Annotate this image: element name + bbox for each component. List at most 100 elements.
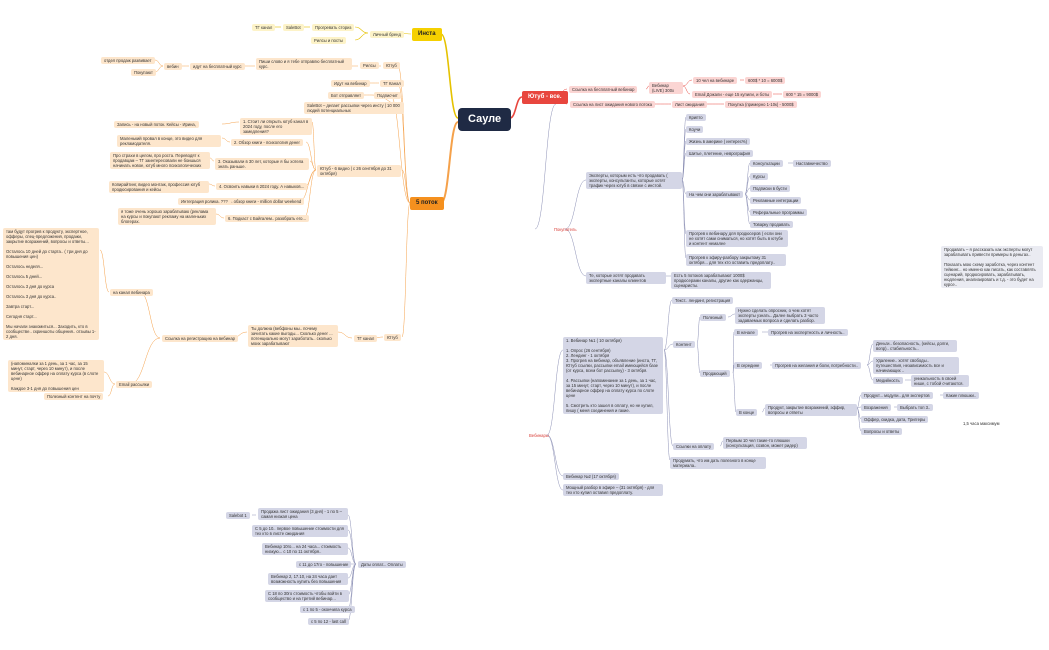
yt-waitlist-count[interactable]: Лист ожидания — [672, 101, 708, 108]
yt-buyers[interactable]: Покупатель — [554, 227, 577, 232]
stream-go-webinar[interactable]: Идут на вебинар — [331, 80, 370, 87]
yt-webinar-live[interactable]: Вебинар (LIVE) 300х — [649, 82, 683, 94]
insta-personal-brand[interactable]: Личный бренд — [370, 31, 404, 38]
stream-reels[interactable]: Рилсы — [360, 62, 379, 69]
yt-waitlist-link[interactable]: Ссылка на лист ожидания нового потока — [570, 101, 656, 108]
stream-video-3-note[interactable]: Про страхи в целом, про роста. Переводят… — [110, 152, 210, 169]
yt-niche-item[interactable]: Криптo — [686, 114, 706, 121]
yt-useful-note[interactable]: Нужно сделать опросник, о чем хотят эксп… — [735, 307, 825, 324]
yt-end-r2b[interactable]: Выбрать топ 3.. — [897, 404, 934, 411]
dates-n6[interactable]: с 1 по 5 - окончила курса — [300, 606, 355, 613]
dates-n3[interactable]: с 11 до 17го - повышение — [296, 561, 352, 568]
yt-middle-note[interactable]: Прогрев на желания и боли, потребности.. — [772, 362, 861, 369]
yt-end-r1[interactable]: Продукт... модули.. для экспертов — [861, 392, 933, 399]
stream-on-webinar[interactable]: на канал вебинара — [110, 289, 153, 296]
insta-salebot[interactable]: SaleBot — [283, 24, 304, 31]
stream-video-5[interactable]: 5. обзор книги - million dollar weekend — [226, 198, 305, 205]
yt-end-r3[interactable]: Оффер, скидка, дата, Триггеры — [861, 416, 929, 423]
yt-registration[interactable]: Текст.. лендинг, регистрация — [672, 297, 734, 304]
youtube-node[interactable]: Ютуб - все. — [522, 91, 568, 104]
stream-webinar-notes[interactable]: там будут прогрев к продукту, экспертное… — [3, 228, 99, 340]
yt-warm[interactable]: Прогрев к вебинару для продюсеров ( если… — [686, 230, 788, 247]
yt-earn-item[interactable]: Подписки в бусти — [750, 185, 790, 192]
stream-video-6-note[interactable]: я тоже очень хорошо зарабатываю (реклама… — [118, 208, 216, 225]
yt-end-r2[interactable]: Возражения — [861, 404, 891, 411]
stream-video-6[interactable]: 6. Подкаст с Байгалем.. разобрать его... — [225, 215, 309, 222]
yt-useful[interactable]: Полезный — [700, 314, 726, 321]
yt-start-note[interactable]: Прогрев на экспертность и личность.. — [768, 329, 848, 336]
yt-niche-item[interactable]: Коучи — [686, 126, 704, 133]
yt-webinar-1[interactable]: 1. Вебинар №1 ( 10 октября) 1. Опрос (26… — [563, 337, 663, 414]
stream-free-course[interactable]: идут на бесплатный курс — [190, 63, 245, 70]
yt-mentoring[interactable]: Наставничество — [793, 160, 831, 167]
yt-start[interactable]: В начале — [734, 329, 758, 336]
yt-selling[interactable]: Продающий — [700, 370, 730, 377]
stream-video-4-note[interactable]: Копирайтинг, видео монтаж, профессия юту… — [109, 181, 209, 193]
yt-end[interactable]: В конце — [736, 409, 758, 416]
yt-earn-item[interactable]: Рекламные интеграции — [750, 197, 802, 204]
yt-calc-1[interactable]: 600$ * 10 = 6000$ — [745, 77, 786, 84]
dates-n2[interactable]: Вебинар 10го... на 24 часа... стоимость … — [262, 543, 348, 555]
yt-webinar-2[interactable]: Вебинар №2 (17 октября) — [563, 473, 619, 480]
stream-youtube-bottom[interactable]: Ютуб — [384, 334, 401, 341]
stream-video-2[interactable]: 2. Обзор книги - психология денег — [231, 139, 304, 146]
yt-end-r4[interactable]: Вопросы и ответы — [861, 428, 903, 435]
yt-end-r1b[interactable]: Какие плюшки.. — [943, 392, 980, 399]
yt-how-earn[interactable]: На чем они зарабатывают — [686, 191, 744, 198]
insta-tg-channel[interactable]: ТГ канал — [252, 24, 276, 31]
stream-email-box[interactable]: (напоминалки за 1 день, за 1 час, за 15 … — [8, 360, 104, 392]
stream-tg-bottom[interactable]: ТГ канал — [354, 335, 378, 342]
dates-waitlist[interactable]: Продажа лист ожидания (3 дня) - 1 по 5 –… — [258, 508, 348, 520]
yt-niche-item[interactable]: Шитье, плетение, неврография — [686, 150, 754, 157]
yt-earn-item[interactable]: Реферальные программы — [750, 209, 807, 216]
yt-middle-r2[interactable]: Удаление.. хотят свободы.. путешествия, … — [873, 357, 959, 374]
yt-earn-item[interactable]: Консультации — [750, 160, 783, 167]
insta-reels-posts[interactable]: Рилсы и посты — [311, 37, 346, 44]
side-note[interactable]: Продавать – я рассказать как эксперты мо… — [941, 246, 1043, 288]
yt-earn-item[interactable]: Курсы — [750, 173, 768, 180]
stream-node[interactable]: 5 поток — [410, 197, 444, 210]
yt-content[interactable]: Контент — [673, 341, 695, 348]
yt-uniq-note[interactable]: уникальность в своей нише, с тобой счита… — [911, 375, 969, 387]
stream-video-1-note[interactable]: Запись - на новый поток. Кейсы - Ирина, — [114, 121, 199, 128]
stream-free-ready[interactable]: отдел продаж развивает — [101, 57, 155, 64]
stream-yt-videos[interactable]: Ютуб - 6 видео | с 26 сентября до 31 окт… — [317, 165, 401, 177]
yt-think[interactable]: Продумать, что им дать полезного в конце… — [670, 457, 766, 469]
yt-calc-2[interactable]: 600 * 15 = 9000$ — [783, 91, 822, 98]
stream-webinars-a[interactable]: вебин — [164, 63, 182, 70]
stream-video-4[interactable]: 4. Освоить навыки в 2024 году. А навыков… — [216, 183, 308, 190]
stream-youtube-top[interactable]: Ютуб — [383, 62, 400, 69]
stream-email-useful[interactable]: Полезный контент на почту — [44, 393, 104, 400]
yt-middle[interactable]: В середине — [734, 362, 763, 369]
yt-tg-on-webinar[interactable]: 10 чел на вебинаре — [693, 77, 738, 84]
yt-earn-item[interactable]: Товарку продавать — [750, 221, 793, 228]
yt-buy-calc[interactable]: Покупка (примерно 1-10к) - 5000$ — [725, 101, 797, 108]
dates-n4[interactable]: Вебинар 2, 17.10, на 24 часа дает возмож… — [268, 573, 348, 585]
dates-n5[interactable]: С 18 по 30го стоимость чтобы войти в соо… — [265, 590, 349, 602]
stream-buy[interactable]: Покупают — [131, 69, 156, 76]
yt-pay-link[interactable]: Ссылки на оплату — [673, 443, 715, 450]
yt-email-calc[interactable]: Email Дожали - еще 15 купили, и боты — [692, 91, 773, 98]
yt-pay-link-note[interactable]: Первым 10 чел такие-то плюшки (консульта… — [723, 437, 807, 449]
yt-mini[interactable]: Мощный разбор в эфире – (31 октября) - д… — [563, 484, 663, 496]
yt-middle-r1[interactable]: Деньги.. безопасность, (кейсы, долги, во… — [873, 340, 957, 352]
stream-tg-bottom-note[interactable]: Ты должна (вебфоны мы.. почему зачитать … — [248, 325, 338, 347]
stream-email[interactable]: Email рассылки — [116, 381, 153, 388]
yt-webinar-label[interactable]: Вебинары — [529, 433, 549, 438]
yt-already-note[interactable]: Есть 5 потоков зарабатывают 1000$ продюс… — [671, 272, 771, 289]
dates-label[interactable]: Даты оплат... Оплаты — [358, 561, 406, 568]
insta-stories[interactable]: Прогревать сториз — [312, 24, 355, 31]
dates-salebot[interactable]: Salebot 1 — [226, 512, 250, 519]
stream-bot-sends[interactable]: Бот отправляет — [328, 92, 365, 99]
insta-node[interactable]: Инста — [412, 28, 442, 41]
stream-video-1[interactable]: 1. Стоит ли открыть ютуб канал в 2024 го… — [240, 118, 312, 135]
yt-experts[interactable]: Эксперты, которым есть что продавать ( э… — [586, 172, 682, 189]
stream-subscribe[interactable]: Подписчит — [374, 92, 401, 99]
yt-end-note[interactable]: Продукт, закрытие возражений, эффир, воп… — [765, 404, 857, 416]
yt-already[interactable]: Те, которые хотят продавать экспертные к… — [586, 272, 666, 284]
yt-niche-item[interactable]: Жизнь в америке ( интерес%) — [686, 138, 751, 145]
stream-reg-link[interactable]: Ссылка на регистрацию на вебинар — [162, 335, 238, 342]
dates-n7[interactable]: с 5 по 12 - last call — [308, 618, 349, 625]
yt-uniq[interactable]: Медийность — [873, 377, 903, 384]
dates-n1[interactable]: С 5 до 10.. первое повышение стоимости д… — [252, 525, 348, 537]
